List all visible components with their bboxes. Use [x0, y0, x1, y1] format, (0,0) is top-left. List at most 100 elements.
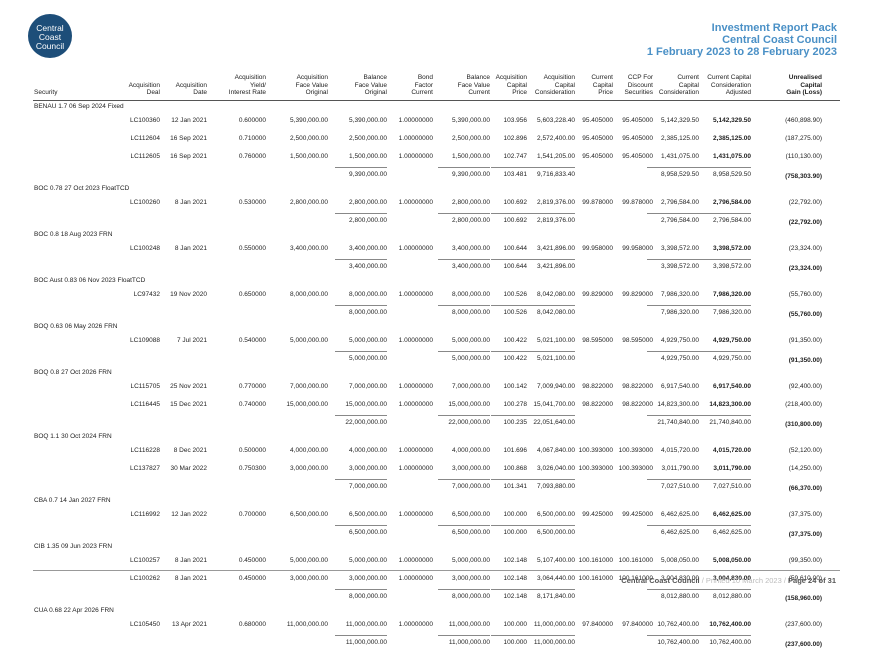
- table-cell: 3,000,000.00: [452, 575, 490, 582]
- table-cell: 102.747: [503, 153, 528, 160]
- column-header: Adjusted: [725, 89, 751, 96]
- table-cell: 8,042,080.00: [537, 291, 575, 298]
- table-cell: 3,000,000.00: [452, 465, 490, 472]
- table-cell: LC100260: [130, 199, 160, 206]
- table-cell: 7,000,000.00: [349, 383, 387, 390]
- subtotal-cell: (22,792.00): [788, 219, 822, 226]
- table-cell: 5,000,000.00: [290, 557, 328, 564]
- table-cell: 8,000,000.00: [452, 291, 490, 298]
- table-cell: 99.829000: [622, 291, 653, 298]
- table-cell: 16 Sep 2021: [170, 153, 207, 160]
- subtotal-cell: 21,740,840.00: [657, 419, 699, 426]
- security-group-name: CUA 0.68 22 Apr 2026 FRN: [34, 607, 114, 614]
- table-cell: 2,385,125.00: [661, 135, 699, 142]
- subtotal-rule: [438, 479, 490, 480]
- table-cell: 5,000,000.00: [349, 337, 387, 344]
- table-cell: (23,324.00): [788, 245, 822, 252]
- table-cell: 14,823,300.00: [657, 401, 699, 408]
- table-cell: LC100257: [130, 557, 160, 564]
- table-cell: LC100262: [130, 575, 160, 582]
- table-cell: 5,008,050.00: [661, 557, 699, 564]
- subtotal-rule: [647, 167, 699, 168]
- subtotal-cell: 4,929,750.00: [661, 355, 699, 362]
- subtotal-cell: 7,986,320.00: [713, 309, 751, 316]
- table-cell: 1.00000000: [398, 465, 433, 472]
- subtotal-rule: [523, 525, 575, 526]
- security-group-name: CIB 1.35 09 Jun 2023 FRN: [34, 543, 113, 550]
- subtotal-rule: [647, 525, 699, 526]
- table-cell: 4,015,720.00: [713, 447, 751, 454]
- subtotal-rule: [335, 213, 387, 214]
- table-cell: 0.770000: [238, 383, 266, 390]
- subtotal-rule: [438, 213, 490, 214]
- subtotal-rule: [335, 525, 387, 526]
- footer-rule: [33, 570, 840, 571]
- table-cell: (55,760.00): [788, 291, 822, 298]
- subtotal-rule: [438, 259, 490, 260]
- subtotal-rule: [335, 259, 387, 260]
- table-cell: 2,800,000.00: [349, 199, 387, 206]
- table-cell: (187,275.00): [785, 135, 822, 142]
- table-cell: 16 Sep 2021: [170, 135, 207, 142]
- subtotal-rule: [491, 167, 527, 168]
- subtotal-rule: [523, 213, 575, 214]
- subtotal-rule: [438, 305, 490, 306]
- council-logo: Central Coast Council: [28, 14, 72, 58]
- table-cell: 100.393000: [578, 465, 613, 472]
- subtotal-cell: 3,400,000.00: [349, 263, 387, 270]
- table-cell: 8 Jan 2021: [174, 557, 207, 564]
- table-cell: 99.878000: [622, 199, 653, 206]
- column-header: Date: [193, 89, 207, 96]
- security-group-name: BOC 0.8 18 Aug 2023 FRN: [34, 231, 113, 238]
- subtotal-cell: 9,716,833.40: [537, 171, 575, 178]
- subtotal-cell: 8,958,529.50: [661, 171, 699, 178]
- subtotal-cell: 7,027,510.00: [661, 483, 699, 490]
- subtotal-cell: 7,986,320.00: [661, 309, 699, 316]
- table-cell: 6,500,000.00: [452, 511, 490, 518]
- subtotal-cell: 8,000,000.00: [349, 309, 387, 316]
- table-cell: 3,000,000.00: [290, 465, 328, 472]
- report-title: Investment Report Pack: [711, 22, 837, 34]
- table-cell: 1.00000000: [398, 135, 433, 142]
- subtotal-rule: [438, 635, 490, 636]
- table-cell: (218,400.00): [785, 401, 822, 408]
- table-cell: (52,120.00): [788, 447, 822, 454]
- subtotal-cell: 8,958,529.50: [713, 171, 751, 178]
- table-cell: 4,000,000.00: [349, 447, 387, 454]
- table-cell: (37,375.00): [788, 511, 822, 518]
- subtotal-cell: 11,000,000.00: [533, 639, 575, 646]
- table-cell: 1.00000000: [398, 383, 433, 390]
- subtotal-cell: 7,093,880.00: [537, 483, 575, 490]
- table-cell: 5,390,000.00: [452, 117, 490, 124]
- table-cell: 0.710000: [238, 135, 266, 142]
- subtotal-cell: 8,012,880.00: [713, 593, 751, 600]
- subtotal-cell: 5,000,000.00: [452, 355, 490, 362]
- subtotal-rule: [438, 415, 490, 416]
- column-header: Consideration: [534, 89, 575, 96]
- subtotal-cell: 11,000,000.00: [345, 639, 387, 646]
- subtotal-rule: [438, 525, 490, 526]
- subtotal-cell: 102.148: [503, 593, 528, 600]
- table-cell: 0.450000: [238, 557, 266, 564]
- table-cell: 95.405000: [582, 153, 613, 160]
- subtotal-cell: 100.526: [503, 309, 528, 316]
- table-cell: 6,500,000.00: [537, 511, 575, 518]
- table-cell: 2,572,400.00: [537, 135, 575, 142]
- table-cell: 5,000,000.00: [349, 557, 387, 564]
- table-cell: 99.958000: [622, 245, 653, 252]
- table-cell: 6,500,000.00: [349, 511, 387, 518]
- subtotal-cell: (23,324.00): [788, 265, 822, 272]
- subtotal-cell: 2,796,584.00: [713, 217, 751, 224]
- table-cell: 100.278: [503, 401, 528, 408]
- subtotal-rule: [699, 589, 751, 590]
- table-cell: 1.00000000: [398, 575, 433, 582]
- column-header: Price: [512, 89, 527, 96]
- table-cell: 2,500,000.00: [290, 135, 328, 142]
- table-cell: 1.00000000: [398, 337, 433, 344]
- table-cell: 0.500000: [238, 447, 266, 454]
- table-cell: 6,917,540.00: [661, 383, 699, 390]
- subtotal-cell: 2,800,000.00: [349, 217, 387, 224]
- table-cell: 3,000,000.00: [349, 575, 387, 582]
- table-cell: 8 Dec 2021: [173, 447, 207, 454]
- column-header: Current: [468, 89, 490, 96]
